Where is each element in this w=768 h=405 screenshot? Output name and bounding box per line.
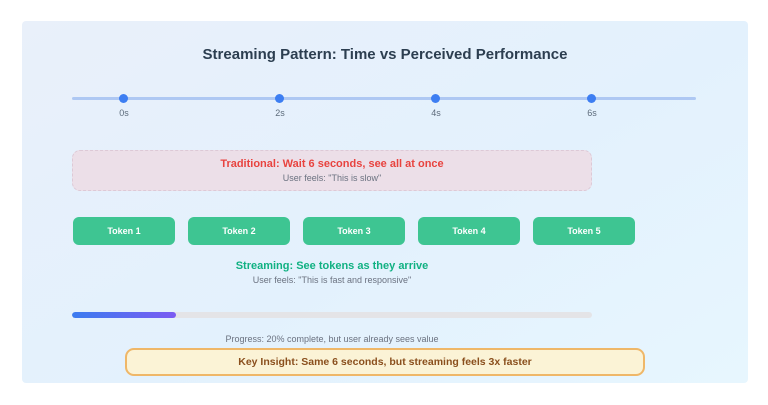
token-chip-2: Token 2 [188,217,290,245]
progress-bar-track [72,312,592,318]
timeline-dot-0s [119,94,128,103]
token-chip-4: Token 4 [418,217,520,245]
timeline-dot-4s [431,94,440,103]
traditional-subtext: User feels: "This is slow" [282,173,382,183]
key-insight-text: Key Insight: Same 6 seconds, but streami… [238,356,532,368]
diagram-card: Streaming Pattern: Time vs Perceived Per… [22,21,748,383]
timeline-dot-6s [587,94,596,103]
token-chip-1: Token 1 [73,217,175,245]
timeline-tick-label: 2s [275,108,285,118]
traditional-headline: Traditional: Wait 6 seconds, see all at … [220,158,444,170]
token-chip-5: Token 5 [533,217,635,245]
streaming-headline: Streaming: See tokens as they arrive [235,260,429,272]
token-row: Token 1 Token 2 Token 3 Token 4 Token 5 [73,217,635,245]
streaming-subtext: User feels: "This is fast and responsive… [252,275,412,285]
diagram-title: Streaming Pattern: Time vs Perceived Per… [202,46,568,63]
timeline-dot-2s [275,94,284,103]
token-chip-3: Token 3 [303,217,405,245]
progress-caption: Progress: 20% complete, but user already… [225,334,439,344]
timeline-tick-label: 4s [431,108,441,118]
timeline-line [72,97,696,100]
timeline-tick-label: 0s [119,108,129,118]
progress-bar-fill [72,312,176,318]
key-insight-box: Key Insight: Same 6 seconds, but streami… [125,348,645,376]
traditional-panel: Traditional: Wait 6 seconds, see all at … [72,150,592,191]
timeline-tick-label: 6s [587,108,597,118]
